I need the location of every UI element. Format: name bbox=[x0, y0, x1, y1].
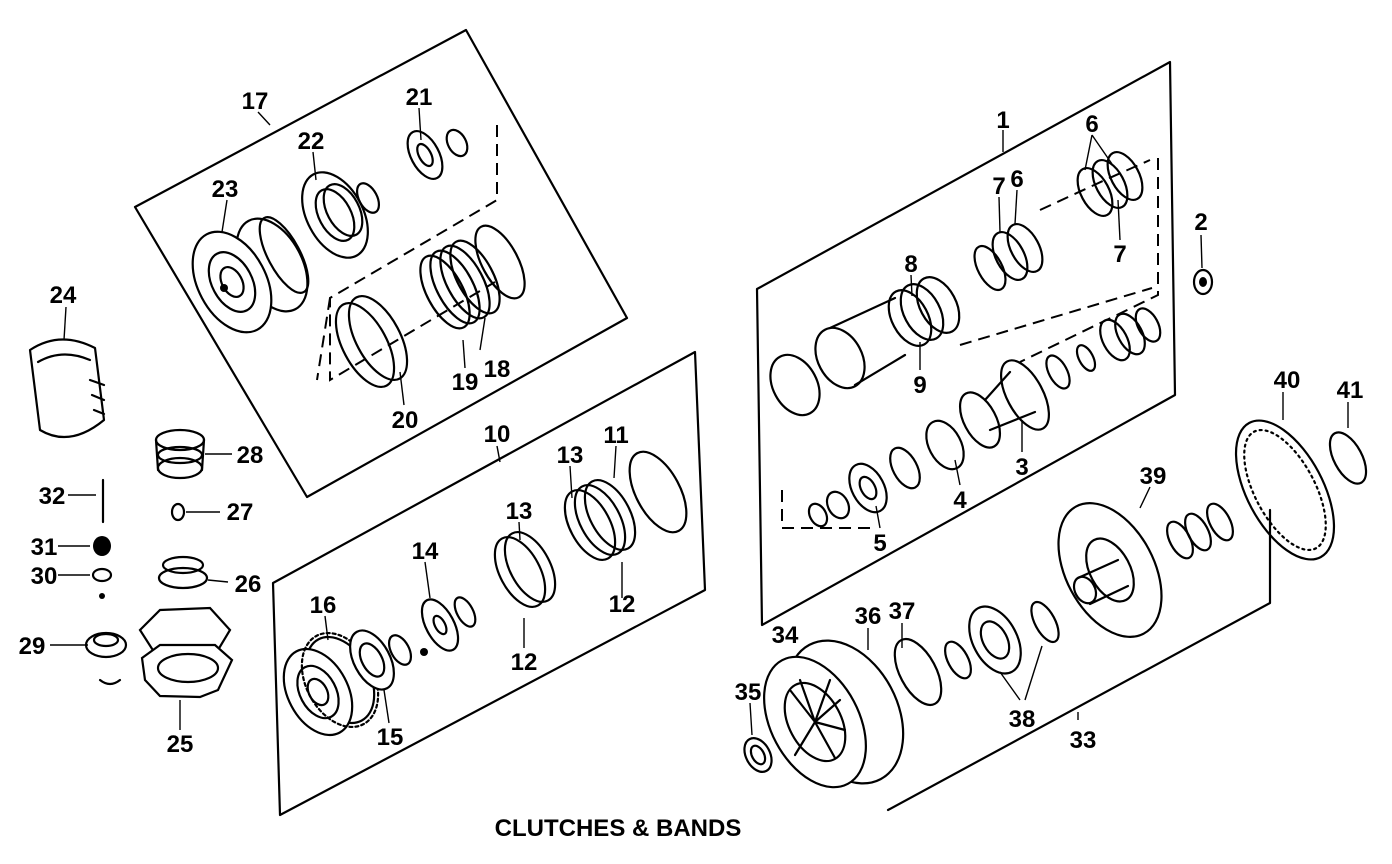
group-1-panel bbox=[755, 60, 1177, 627]
callout-21: 21 bbox=[406, 84, 433, 111]
callout-20: 20 bbox=[392, 407, 419, 434]
servo-parts bbox=[50, 428, 234, 730]
part-34-pump-body bbox=[763, 639, 905, 789]
callout-6-upper: 6 bbox=[1085, 111, 1098, 138]
callout-19: 19 bbox=[452, 369, 479, 396]
callout-26: 26 bbox=[235, 571, 262, 598]
part-2-bushing bbox=[1192, 234, 1214, 296]
callout-38: 38 bbox=[1009, 706, 1036, 733]
callout-5: 5 bbox=[873, 530, 886, 557]
part-22-piston bbox=[301, 171, 369, 259]
callout-11: 11 bbox=[603, 422, 628, 449]
group-33-panel bbox=[743, 392, 1368, 812]
callout-17: 17 bbox=[242, 88, 269, 115]
part-39-pump-cover bbox=[1057, 486, 1163, 638]
part-24-band bbox=[28, 306, 106, 439]
part-20-plates bbox=[334, 294, 409, 389]
part-15-hub bbox=[349, 629, 428, 691]
callout-6-lower: 6 bbox=[1010, 166, 1023, 193]
callout-labels: 1 2 3 4 5 6 6 7 7 8 9 10 11 12 12 13 13 … bbox=[19, 84, 1364, 758]
callout-25: 25 bbox=[167, 731, 194, 758]
callout-16: 16 bbox=[310, 592, 337, 619]
callout-31: 31 bbox=[31, 534, 58, 561]
diagram-caption: CLUTCHES & BANDS bbox=[495, 815, 742, 842]
callout-22: 22 bbox=[298, 128, 325, 155]
callout-30: 30 bbox=[31, 563, 58, 590]
callout-18: 18 bbox=[484, 356, 511, 383]
callout-12-right: 12 bbox=[609, 591, 636, 618]
callout-9: 9 bbox=[913, 372, 926, 399]
callout-12-left: 12 bbox=[511, 649, 538, 676]
callout-14: 14 bbox=[412, 538, 439, 565]
part-21-ring bbox=[406, 128, 469, 180]
callout-36: 36 bbox=[855, 603, 882, 630]
callout-8: 8 bbox=[904, 251, 917, 278]
callout-34: 34 bbox=[772, 622, 799, 649]
callout-3: 3 bbox=[1015, 454, 1028, 481]
callout-35: 35 bbox=[735, 679, 762, 706]
callout-41: 41 bbox=[1337, 377, 1364, 404]
callout-37: 37 bbox=[889, 598, 916, 625]
callout-2: 2 bbox=[1194, 209, 1207, 236]
part-18-19-plates bbox=[419, 224, 526, 330]
callout-24: 24 bbox=[50, 282, 77, 309]
callout-13-right: 13 bbox=[557, 442, 584, 469]
callout-15: 15 bbox=[377, 724, 404, 751]
callout-10: 10 bbox=[484, 421, 511, 448]
callout-7-right: 7 bbox=[1113, 241, 1126, 268]
callout-39: 39 bbox=[1140, 463, 1167, 490]
callout-1: 1 bbox=[996, 107, 1009, 134]
callout-27: 27 bbox=[227, 499, 254, 526]
part-38-gear-set bbox=[968, 600, 1060, 701]
group-10-panel bbox=[271, 350, 707, 817]
callout-28: 28 bbox=[237, 442, 264, 469]
callout-33: 33 bbox=[1070, 727, 1097, 754]
callout-23: 23 bbox=[212, 176, 239, 203]
group-17-panel bbox=[133, 28, 629, 499]
part-40-gasket bbox=[1234, 392, 1336, 561]
callout-40: 40 bbox=[1274, 367, 1301, 394]
part-23-drum bbox=[191, 217, 309, 334]
callout-32: 32 bbox=[39, 483, 66, 510]
callout-13-left: 13 bbox=[506, 498, 533, 525]
callout-29: 29 bbox=[19, 633, 46, 660]
callout-4: 4 bbox=[953, 487, 967, 514]
callout-7-left: 7 bbox=[992, 173, 1005, 200]
part-3-shaft bbox=[958, 307, 1162, 449]
